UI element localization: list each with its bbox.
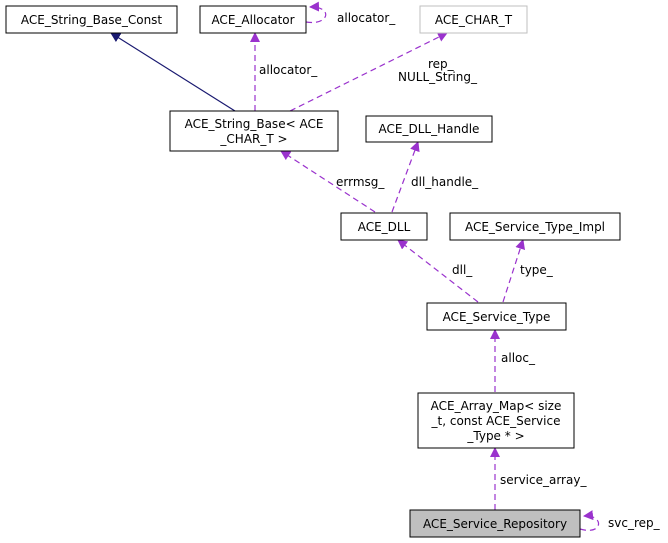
svg-text:ACE_String_Base_Const: ACE_String_Base_Const [21,13,163,27]
node-ace-array-map[interactable]: ACE_Array_Map< size _t, const ACE_Servic… [417,392,575,449]
svg-text:ACE_Array_Map< size: ACE_Array_Map< size [431,399,562,413]
edge-string-base-to-dll [280,150,376,213]
edge-label-dll: dll_ [452,263,473,277]
edge-label-type: type_ [520,263,554,277]
node-ace-allocator[interactable]: ACE_Allocator [199,5,307,34]
node-ace-char-t[interactable]: ACE_CHAR_T [419,5,528,34]
svg-text:_t, const ACE_Service: _t, const ACE_Service [431,414,561,428]
svg-text:ACE_Service_Repository: ACE_Service_Repository [423,517,567,531]
svg-text:ACE_DLL_Handle: ACE_DLL_Handle [379,122,480,136]
node-ace-string-base-const[interactable]: ACE_String_Base_Const [5,5,178,34]
edge-label-allocator-self: allocator_ [337,11,396,25]
edge-label-allocator: allocator_ [259,63,318,77]
svg-text:_Type * >: _Type * > [466,429,524,443]
edge-label-service-array: service_array_ [500,473,587,487]
node-ace-string-base[interactable]: ACE_String_Base< ACE _CHAR_T > [169,110,339,152]
edge-label-dll-handle: dll_handle_ [411,175,479,189]
edge-label-errmsg: errmsg_ [336,175,385,189]
node-ace-dll-handle[interactable]: ACE_DLL_Handle [365,115,493,143]
edge-allocator-self [305,1,327,24]
edge-dll-to-service-type [397,239,479,303]
edge-dll-handle-to-dll [391,141,420,213]
svg-text:_CHAR_T >: _CHAR_T > [219,132,287,146]
svg-text:ACE_String_Base< ACE: ACE_String_Base< ACE [185,117,324,131]
edge-label-null-string: NULL_String_ [398,70,478,84]
svg-text:ACE_Allocator: ACE_Allocator [211,13,294,27]
node-ace-service-repository[interactable]: ACE_Service_Repository [409,509,581,538]
edge-label-svc-rep: svc_rep_ [608,516,661,530]
edge-impl-to-service-type [502,239,525,303]
edge-label-alloc: alloc_ [501,351,536,365]
node-ace-dll[interactable]: ACE_DLL [340,212,428,241]
edge-repository-self [579,510,600,531]
edge-string-base-inherits-const [110,32,236,112]
svg-text:ACE_Service_Type: ACE_Service_Type [443,310,551,324]
node-ace-service-type-impl[interactable]: ACE_Service_Type_Impl [449,212,621,241]
svg-text:ACE_DLL: ACE_DLL [358,220,411,234]
node-ace-service-type[interactable]: ACE_Service_Type [426,302,567,331]
svg-text:ACE_CHAR_T: ACE_CHAR_T [435,13,513,27]
svg-text:ACE_Service_Type_Impl: ACE_Service_Type_Impl [465,220,605,234]
edge-label-rep: rep_ [428,57,455,71]
